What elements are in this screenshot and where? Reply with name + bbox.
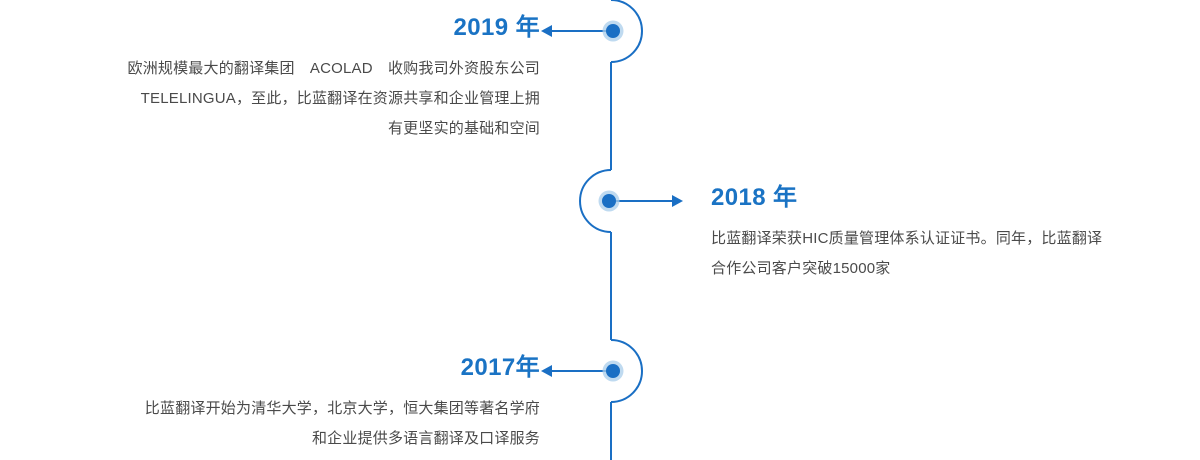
entry-body-line: 欧洲规模最大的翻译集团 ACOLAD 收购我司外资股东公司 [127,60,540,77]
entry-body-2019: 欧洲规模最大的翻译集团 ACOLAD 收购我司外资股东公司 TELELINGUA… [0,54,540,144]
timeline-node-2018[interactable] [598,190,620,212]
connector-arrow-2019 [541,25,611,37]
timeline-entry-2018: 2018 年 比蓝翻译荣获HIC质量管理体系认证证书。同年，比蓝翻译 合作公司客… [711,186,1191,284]
entry-body-line: 合作公司客户突破15000家 [711,260,891,277]
entry-body-2017: 比蓝翻译开始为清华大学，北京大学，恒大集团等著名学府 和企业提供多语言翻译及口译… [0,394,540,454]
spine-curve-2019 [610,0,643,63]
spine-curve-2017 [610,339,643,403]
entry-body-line: TELELINGUA，至此，比蓝翻译在资源共享和企业管理上拥 [140,90,540,107]
connector-arrow-2018 [611,195,683,207]
entry-body-line: 和企业提供多语言翻译及口译服务 [311,430,540,447]
connector-arrow-2017 [541,365,611,377]
year-label-2019: 2019 年 [453,14,540,41]
year-label-2017: 2017年 [460,354,540,381]
year-label-2018: 2018 年 [711,184,798,211]
timeline-entry-2019: 2019 年 欧洲规模最大的翻译集团 ACOLAD 收购我司外资股东公司 TEL… [0,16,540,144]
entry-body-line: 比蓝翻译荣获HIC质量管理体系认证证书。同年，比蓝翻译 [711,230,1103,247]
entry-body-line: 有更坚实的基础和空间 [387,120,540,137]
entry-body-2018: 比蓝翻译荣获HIC质量管理体系认证证书。同年，比蓝翻译 合作公司客户突破1500… [711,224,1191,284]
timeline-node-2019[interactable] [602,20,624,42]
entry-body-line: 比蓝翻译开始为清华大学，北京大学，恒大集团等著名学府 [144,400,540,417]
timeline-entry-2017: 2017年 比蓝翻译开始为清华大学，北京大学，恒大集团等著名学府 和企业提供多语… [0,356,540,454]
spine-curve-2018 [579,169,612,233]
timeline-node-2017[interactable] [602,360,624,382]
